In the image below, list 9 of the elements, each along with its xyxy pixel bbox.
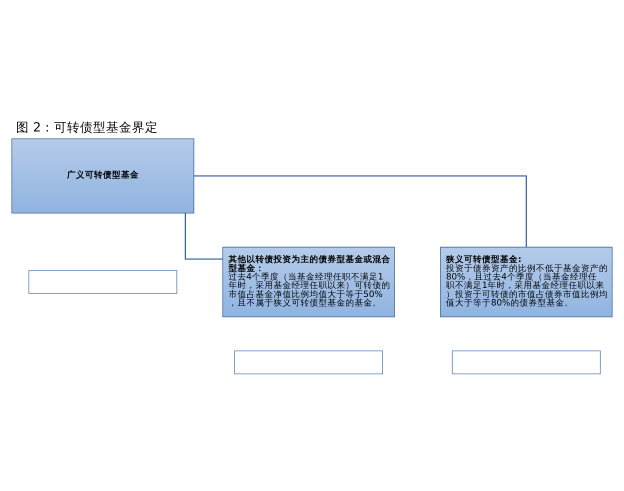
node-box: 广义可转债型基金	[11, 138, 194, 214]
diagram-title: 图 2：可转债型基金界定	[16, 118, 158, 134]
node-box	[234, 350, 384, 374]
connector	[194, 174, 527, 246]
node-box: 狭义可转债型基金: 投资于债券资产的比例不低于基金资产的80%，且过去4个季度（当基金经理任职不满足1年时，采用基金经理任职以来）投资于可转债的市值占债券市值比例均值大于等于80%的债券型基金。	[440, 246, 613, 317]
node-box	[452, 350, 601, 374]
node-box	[28, 270, 178, 294]
connector	[184, 212, 223, 260]
node-box: 其他以转债投资为主的债券型基金或混合型基金： 过去4个季度（当基金经理任职不满足1年时，采用基金经理任职以来）可转债的市值占基金净值比例均值大于等于50%，且不属于狭义可转债型基金的基金。	[222, 246, 395, 317]
